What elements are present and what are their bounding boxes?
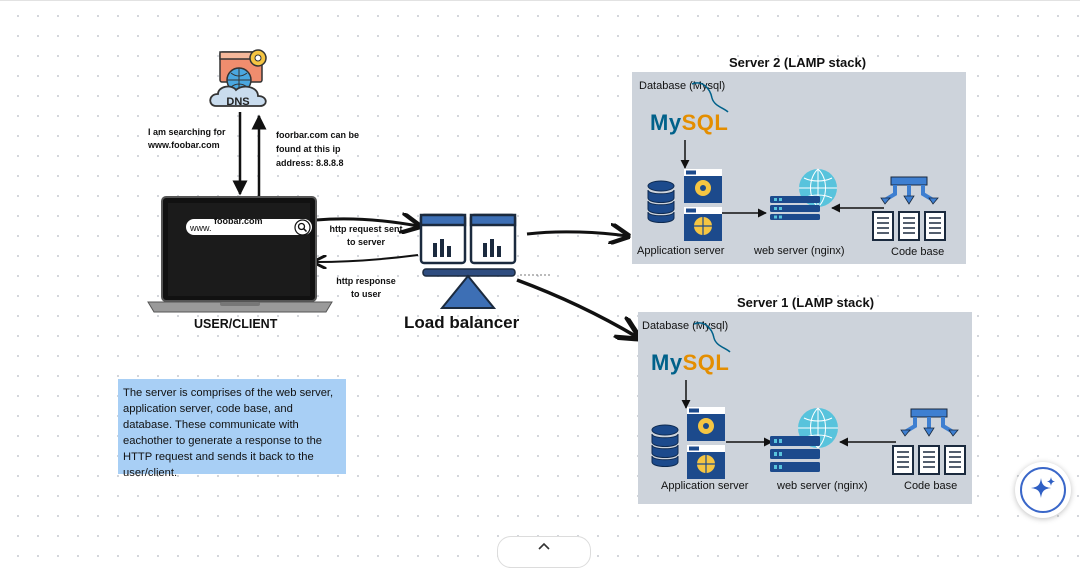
server2-title: Server 2 (LAMP stack): [729, 55, 867, 70]
top-border: [0, 0, 1080, 1]
response-text: http response to user: [336, 276, 396, 299]
server1-app-server-icon: [687, 407, 725, 479]
server1-mysql-logo: MySQL: [651, 350, 730, 375]
request-arrow: [315, 219, 418, 226]
connectors: [232, 112, 1080, 548]
server1-web-server-label: web server (nginx): [777, 480, 868, 492]
server2-app-server-label: Application server: [637, 245, 725, 257]
server2-web-server-icon: [770, 168, 837, 220]
server1-database-label: Database (Mysql): [642, 320, 729, 332]
response-arrow: [315, 254, 419, 262]
search-icon[interactable]: [294, 219, 311, 236]
dns-answer-text: foorbar.com can be found at this ip addr…: [276, 130, 360, 168]
request-text: http request sent to server: [329, 224, 403, 247]
server2-database-icon: [647, 180, 675, 223]
url-domain: foobar.com: [214, 216, 263, 226]
dns-cloud-icon: DNS: [209, 49, 267, 108]
chevron-up-icon: [538, 542, 550, 550]
server2-diagram: [680, 82, 884, 218]
server2-app-server-icon: [684, 169, 722, 241]
server2-mysql-logo: MySQL: [650, 110, 729, 135]
server1-database-icon: [651, 424, 679, 467]
description-note: The server is comprises of the web serve…: [118, 379, 346, 479]
load-balancer-icon: [419, 213, 517, 309]
server1-app-server-label: Application server: [661, 480, 749, 492]
sparkle-icon: [1031, 477, 1055, 498]
server2-web-server-label: web server (nginx): [754, 245, 845, 257]
server1-code-base-label: Code base: [904, 480, 958, 492]
client-label: USER/CLIENT: [194, 317, 278, 331]
dns-query-text: I am searching for www.foobar.com: [148, 127, 226, 150]
server2-code-base-icon: [872, 176, 946, 241]
server1-code-base-icon: [892, 408, 966, 475]
lb-to-server2-arrow: [526, 232, 627, 236]
laptop-icon: [147, 196, 333, 313]
server2-database-label: Database (Mysql): [639, 80, 726, 92]
server1-web-server-icon: [770, 407, 838, 472]
load-balancer-label: Load balancer: [404, 313, 520, 332]
lb-to-server1-arrow: [516, 278, 637, 337]
server1-diagram: [681, 322, 896, 447]
server1-title: Server 1 (LAMP stack): [737, 295, 875, 310]
assistant-button[interactable]: [1015, 462, 1071, 518]
dns-label: DNS: [226, 96, 249, 108]
url-prefix: www.: [190, 223, 212, 233]
server2-code-base-label: Code base: [891, 246, 945, 258]
bottom-panel-toggle[interactable]: [497, 536, 591, 568]
url-bar[interactable]: [186, 219, 312, 235]
